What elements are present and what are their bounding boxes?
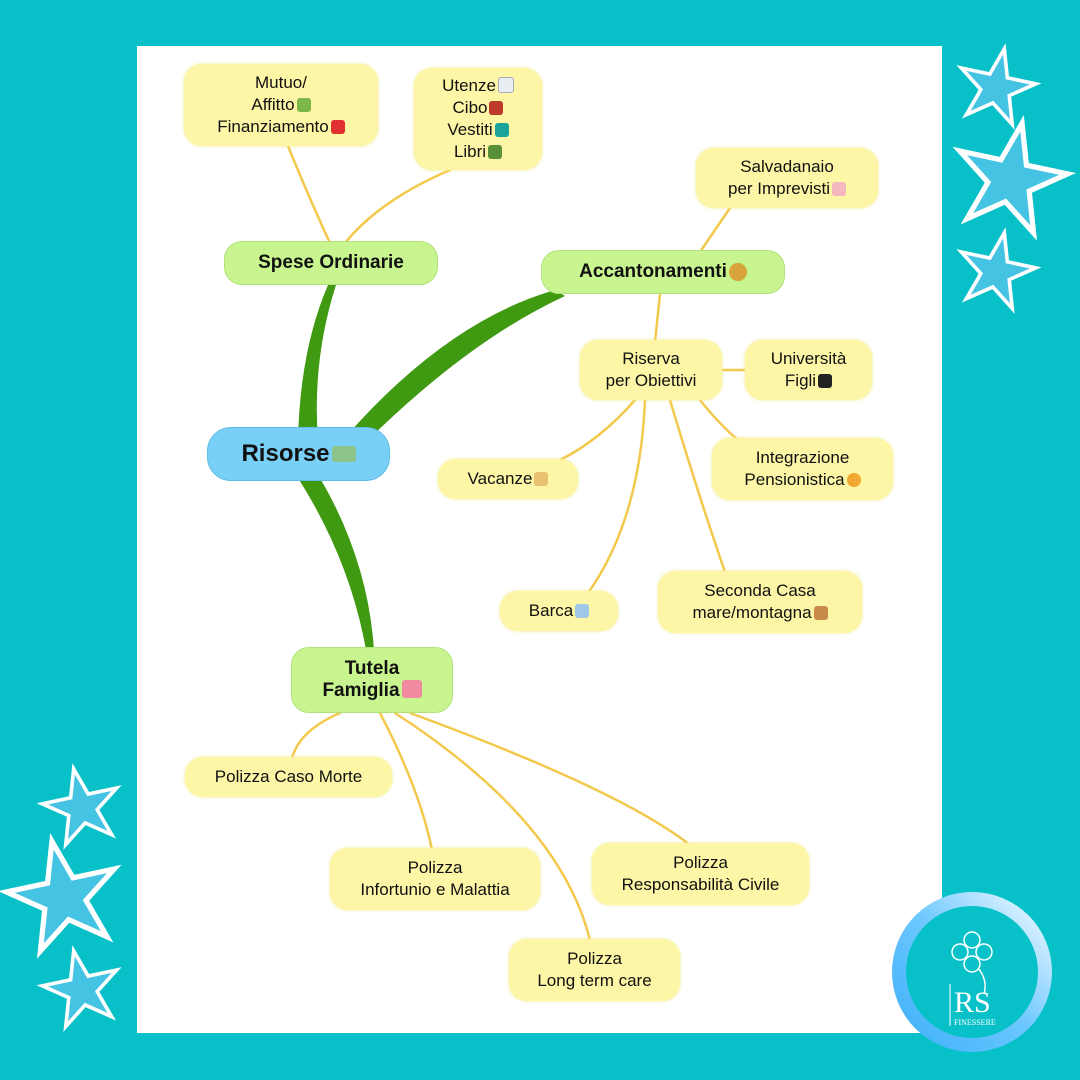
- node-spese-ordinarie[interactable]: Spese Ordinarie: [224, 241, 438, 285]
- node-seconda-casa[interactable]: Seconda Casa mare/montagna: [658, 571, 862, 633]
- node-text: Accantonamenti: [579, 261, 727, 282]
- node-universita[interactable]: Università Figli: [745, 340, 872, 400]
- node-barca[interactable]: Barca: [500, 591, 618, 631]
- logo-name: FINESSERE: [954, 1018, 996, 1027]
- node-text: Utenze: [442, 75, 514, 97]
- node-text: Integrazione: [755, 448, 850, 467]
- node-accantonamenti[interactable]: Accantonamenti: [541, 250, 785, 294]
- dress-icon: [494, 123, 509, 137]
- meat-icon: [489, 101, 504, 115]
- link-acc-salvadanaio: [698, 206, 732, 254]
- node-polizza-caso-morte[interactable]: Polizza Caso Morte: [185, 757, 392, 797]
- node-mutuo[interactable]: Mutuo/ Affitto Finanziamento: [184, 64, 378, 146]
- link-spese-utenze: [343, 168, 452, 245]
- link-tutela-morte: [290, 711, 342, 760]
- island-icon: [534, 472, 549, 486]
- trunk-tutela: [298, 478, 374, 650]
- node-riserva[interactable]: Riserva per Obiettivi: [580, 340, 722, 400]
- node-text: Spese Ordinarie: [258, 252, 404, 273]
- bathtub-icon: [497, 77, 514, 93]
- brand-logo: RS FINESSERE: [884, 884, 1060, 1060]
- money-icon: [331, 446, 356, 462]
- node-tutela-famiglia[interactable]: Tutela Famiglia: [291, 647, 453, 713]
- house-icon: [296, 98, 311, 112]
- link-riserva-seconda: [668, 398, 727, 574]
- node-text: Riserva: [622, 349, 680, 368]
- node-text: Barca: [528, 601, 574, 620]
- node-text: Polizza: [673, 853, 728, 872]
- clover-icon: [951, 931, 993, 995]
- boat-icon: [575, 604, 590, 618]
- node-text: Università: [770, 349, 847, 368]
- root-text: Risorse: [241, 440, 330, 467]
- trunk-spese: [298, 285, 336, 440]
- node-text: Affitto: [251, 94, 311, 116]
- node-text: Seconda Casa: [704, 581, 816, 600]
- family-icon: [401, 680, 422, 698]
- house-icon: [813, 606, 828, 620]
- node-text: Pensionistica: [744, 469, 861, 491]
- logo-initials: RS: [954, 986, 991, 1019]
- node-text: Infortunio e Malattia: [360, 880, 510, 899]
- link-riserva-vacanze: [558, 398, 637, 462]
- node-text: Mutuo/: [255, 73, 307, 92]
- node-polizza-ltc[interactable]: Polizza Long term care: [509, 939, 680, 1001]
- node-vacanze[interactable]: Vacanze: [438, 459, 578, 499]
- node-text: Long term care: [537, 971, 652, 990]
- older-person-icon: [846, 473, 861, 487]
- link-tutela-infortunio: [378, 711, 434, 852]
- car-icon: [330, 120, 345, 134]
- link-tutela-rc: [408, 711, 692, 847]
- node-text: Polizza: [407, 858, 463, 877]
- node-text: Vestiti: [447, 119, 509, 141]
- node-risorse[interactable]: Risorse: [207, 427, 390, 481]
- node-text: Famiglia: [322, 680, 422, 702]
- link-tutela-ltc: [393, 711, 592, 942]
- node-text: Cibo: [453, 97, 504, 119]
- node-utenze[interactable]: Utenze Cibo Vestiti Libri: [414, 68, 542, 170]
- node-integrazione[interactable]: Integrazione Pensionistica: [712, 438, 893, 500]
- link-riserva-integrazione: [698, 398, 740, 442]
- node-text: Libri: [454, 141, 503, 163]
- node-text: Polizza: [567, 949, 622, 968]
- node-text: per Imprevisti: [728, 178, 847, 200]
- books-icon: [488, 145, 503, 159]
- link-acc-riserva: [653, 292, 662, 344]
- money-bag-icon: [728, 263, 747, 281]
- node-text: Finanziamento: [217, 116, 345, 138]
- node-polizza-rc[interactable]: Polizza Responsabilità Civile: [592, 843, 809, 905]
- node-text: Figli: [785, 370, 833, 392]
- piggy-bank-icon: [832, 182, 847, 196]
- node-text: Polizza Caso Morte: [214, 767, 363, 786]
- link-riserva-barca: [586, 398, 647, 595]
- node-text: Vacanze: [467, 469, 533, 488]
- node-polizza-infortunio[interactable]: Polizza Infortunio e Malattia: [330, 848, 540, 910]
- node-text: Responsabilità Civile: [621, 875, 780, 894]
- node-text: mare/montagna: [692, 602, 828, 624]
- node-text: Salvadanaio: [740, 157, 834, 176]
- node-text: per Obiettivi: [605, 371, 697, 390]
- node-salvadanaio[interactable]: Salvadanaio per Imprevisti: [696, 148, 878, 208]
- graduation-cap-icon: [818, 374, 833, 388]
- logo-ring: RS FINESSERE: [892, 892, 1052, 1052]
- trunk-accantonamenti: [350, 290, 565, 440]
- node-text: Tutela: [344, 658, 400, 679]
- link-spese-mutuo: [286, 144, 332, 245]
